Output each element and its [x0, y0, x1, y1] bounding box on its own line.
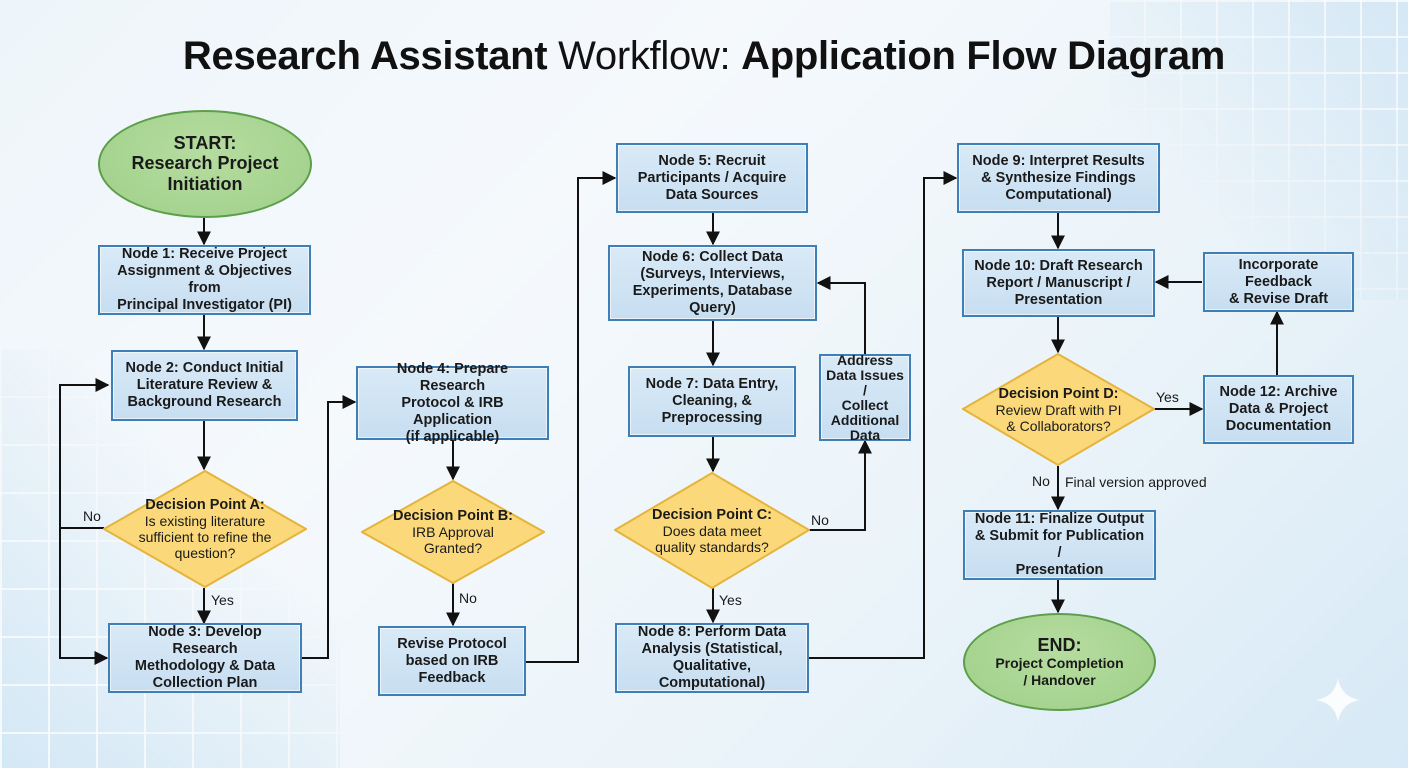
decision-d-question: Review Draft with PI & Collaborators?: [995, 401, 1122, 434]
node-1-receive-assignment: Node 1: Receive Project Assignment & Obj…: [98, 245, 311, 315]
decision-a-question: Is existing literature sufficient to ref…: [138, 513, 272, 561]
title-part-light: Workflow:: [558, 34, 731, 78]
node-incorporate-feedback: Incorporate Feedback & Revise Draft: [1203, 252, 1354, 312]
node-12-archive-data: Node 12: Archive Data & Project Document…: [1203, 375, 1354, 444]
decision-d: Decision Point D: Review Draft with PI &…: [962, 353, 1155, 466]
connector-n8-n9: [809, 171, 958, 659]
connector-address-n6: [816, 276, 866, 354]
decision-c-shape: [614, 472, 810, 589]
label-a-no: No: [83, 508, 101, 524]
end-text: Project Completion / Handover: [995, 655, 1124, 688]
end-terminal: END: Project Completion / Handover: [963, 613, 1156, 711]
node-8-perform-analysis: Node 8: Perform Data Analysis (Statistic…: [615, 623, 809, 693]
node-6-collect-data: Node 6: Collect Data (Surveys, Interview…: [608, 245, 817, 321]
start-terminal: START: Research Project Initiation: [98, 110, 312, 218]
decision-a-shape: [103, 470, 307, 588]
title-part-bold-1: Research Assistant: [182, 34, 548, 78]
connector-revise-n5: [526, 171, 617, 663]
node-4-prepare-protocol: Node 4: Prepare Research Protocol & IRB …: [356, 361, 549, 445]
node-3-develop-methodology: Node 3: Develop Research Methodology & D…: [108, 623, 302, 693]
decision-c: Decision Point C: Does data meet quality…: [614, 472, 810, 589]
title-part-bold-2: Application Flow Diagram: [741, 34, 1226, 78]
decision-d-title: Decision Point D:: [998, 385, 1119, 402]
label-d-no-note: Final version approved: [1065, 474, 1207, 490]
label-d-yes: Yes: [1156, 389, 1179, 405]
label-b-no: No: [459, 590, 477, 606]
diagram-title: Research Assistant Workflow: Application…: [0, 34, 1408, 79]
node-5-recruit-participants: Node 5: Recruit Participants / Acquire D…: [616, 143, 808, 213]
node-revise-protocol: Revise Protocol based on IRB Feedback: [378, 626, 526, 696]
label-c-no: No: [811, 512, 829, 528]
connector-c-no-address: [808, 439, 872, 531]
decision-b: Decision Point B: IRB Approval Granted?: [361, 480, 545, 584]
connector-n3-n4: [301, 395, 357, 659]
decision-b-title: Decision Point B:: [392, 508, 514, 524]
connector-a-no-n3: [59, 528, 109, 665]
decision-c-title: Decision Point C:: [651, 506, 773, 523]
start-text: Research Project Initiation: [131, 153, 279, 194]
node-7-data-entry: Node 7: Data Entry, Cleaning, & Preproce…: [628, 366, 796, 437]
label-d-no: No: [1032, 473, 1050, 489]
start-heading: START:: [173, 133, 237, 153]
connector-a-no-loop: [59, 378, 110, 529]
node-2-literature-review: Node 2: Conduct Initial Literature Revie…: [111, 350, 298, 421]
label-c-yes: Yes: [719, 592, 742, 608]
sparkle-icon: [1316, 678, 1360, 722]
node-9-interpret-results: Node 9: Interpret Results & Synthesize F…: [957, 143, 1160, 213]
decision-b-shape: [361, 480, 545, 584]
node-11-finalize-output: Node 11: Finalize Output & Submit for Pu…: [963, 510, 1156, 580]
decision-b-question: IRB Approval Granted?: [412, 524, 494, 556]
end-heading: END:: [1037, 635, 1082, 655]
decision-a: Decision Point A: Is existing literature…: [103, 470, 307, 588]
node-address-data-issues: Address Data Issues / Collect Additional…: [819, 352, 911, 442]
decision-c-question: Does data meet quality standards?: [655, 522, 769, 555]
label-a-yes: Yes: [211, 592, 234, 608]
decision-d-shape: [962, 353, 1155, 466]
node-10-draft-report: Node 10: Draft Research Report / Manuscr…: [962, 249, 1155, 317]
decision-a-title: Decision Point A:: [145, 497, 265, 513]
